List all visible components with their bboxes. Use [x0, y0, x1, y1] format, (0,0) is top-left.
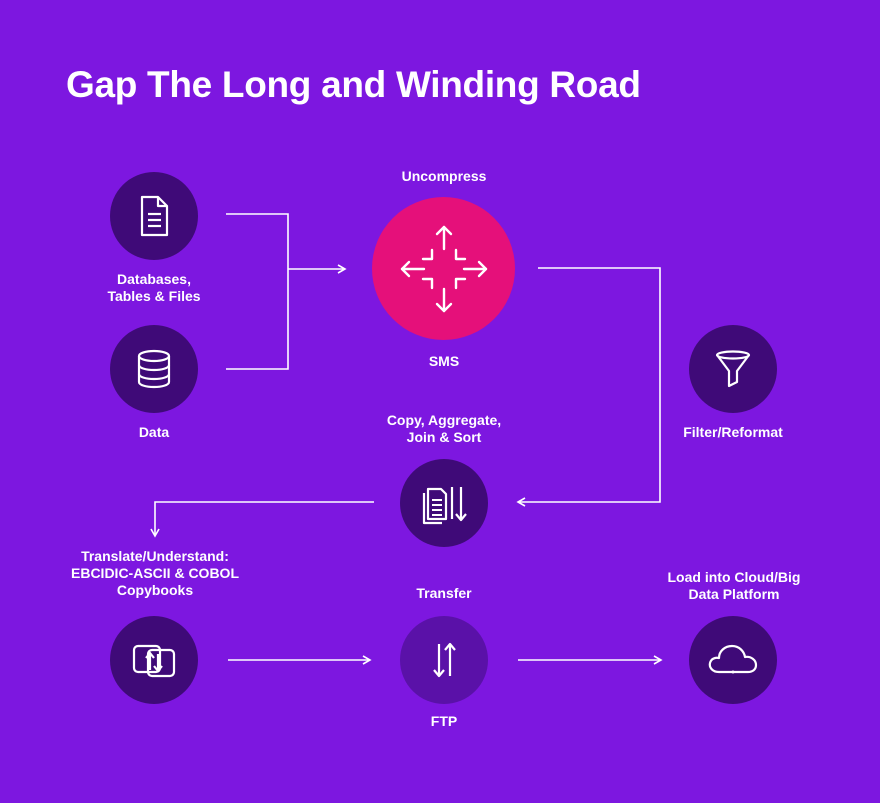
data-node — [110, 325, 198, 413]
sms-label: SMS — [428, 353, 460, 369]
arrow-sms-to-copy — [516, 267, 661, 507]
databases-node — [110, 172, 198, 260]
sms-node — [372, 197, 515, 340]
data-label: Data — [138, 424, 170, 440]
copy-sort-icon — [422, 487, 467, 525]
copy-node — [400, 459, 488, 547]
arrow-copy-to-translate — [150, 501, 374, 538]
convert-icon — [132, 644, 176, 678]
cloud-icon — [708, 644, 758, 674]
funnel-icon — [715, 350, 751, 388]
load-node — [689, 616, 777, 704]
filter-node — [689, 325, 777, 413]
uncompress-label: Uncompress — [401, 168, 487, 184]
translate-node — [110, 616, 198, 704]
document-icon — [140, 195, 169, 237]
translate-label: Translate/Understand: EBCIDIC-ASCII & CO… — [71, 548, 239, 598]
ftp-label: FTP — [430, 713, 458, 729]
page-title: Gap The Long and Winding Road — [66, 64, 641, 105]
transfer-node — [400, 616, 488, 704]
transfer-label: Transfer — [416, 585, 472, 601]
connector-data-to-merge — [226, 269, 289, 370]
expand-arrows-icon — [400, 225, 487, 312]
connector-databases-to-merge — [226, 213, 289, 269]
filter-label: Filter/Reformat — [683, 424, 783, 440]
transfer-arrows-icon — [433, 642, 456, 678]
load-label: Load into Cloud/Big Data Platform — [667, 569, 801, 602]
copy-label: Copy, Aggregate, Join & Sort — [386, 412, 502, 445]
databases-label: Databases, Tables & Files — [107, 271, 201, 304]
database-icon — [137, 349, 171, 389]
